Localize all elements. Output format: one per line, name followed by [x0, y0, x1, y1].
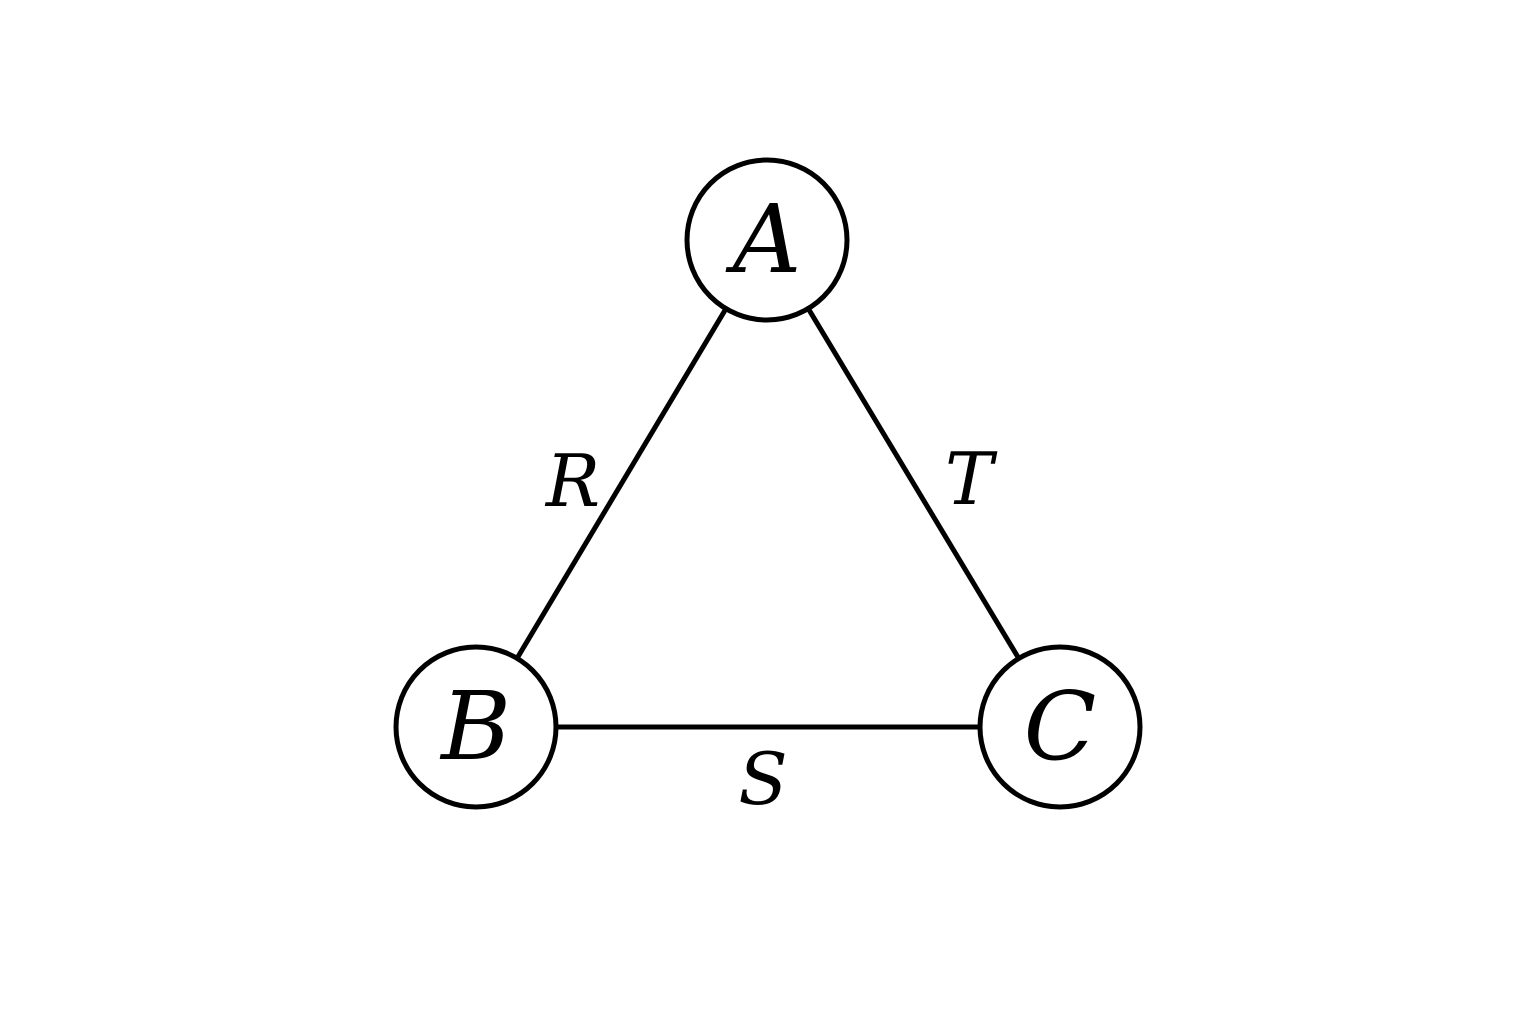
edge-label-s: S [738, 737, 787, 821]
labels-layer: A B C R T S [439, 185, 1096, 821]
node-label-a: A [725, 185, 802, 295]
edges-layer [473, 238, 1063, 730]
nodes-layer [393, 157, 1143, 810]
edge-a-b [473, 238, 770, 729]
node-circle-c [977, 644, 1143, 810]
node-circle-b [393, 644, 559, 810]
node-label-b: B [439, 672, 511, 782]
node-circle-a [684, 157, 850, 323]
node-label-c: C [1024, 672, 1097, 782]
edge-label-t: T [945, 437, 998, 521]
edge-a-c [764, 238, 1063, 729]
edge-label-r: R [544, 439, 600, 523]
